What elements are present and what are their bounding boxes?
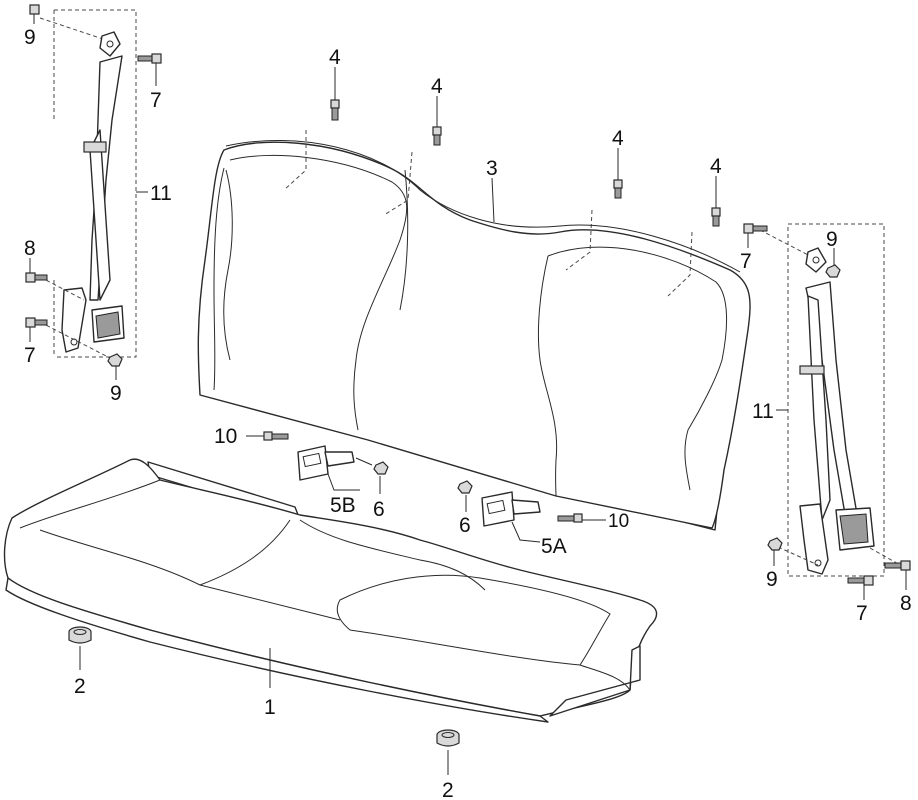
callout-11-left: 11 [150,182,172,205]
bolt-4b [432,126,442,146]
bolt-9-top-left [29,4,40,15]
callout-9-left: 9 [110,382,122,405]
bolt-7-top-left [137,53,162,64]
bolt-4d [711,207,721,227]
seat-belt-left [39,9,137,359]
nut-9-right-bottom [767,537,783,551]
callout-4c: 4 [612,127,624,150]
callout-10-right: 10 [608,511,629,532]
seat-cushion [3,458,658,723]
bolt-4c [613,179,623,199]
callout-5a: 5A [541,535,567,558]
buckle-5a [481,491,541,527]
callout-1: 1 [264,696,276,719]
callout-3: 3 [486,157,498,180]
callout-8-left: 8 [24,237,36,260]
callout-4d: 4 [710,155,722,178]
callout-2-bottom: 2 [442,779,454,800]
callout-7-top-left: 7 [150,89,162,112]
callout-11-right: 11 [752,400,774,423]
bolt-8-right [884,560,911,571]
bolt-7-left [25,317,48,328]
callout-10-left: 10 [214,425,237,448]
nut-9-right-top [825,264,841,278]
callout-7-right-top: 7 [740,250,752,273]
buckle-5b [297,445,373,481]
bolt-4a [330,99,340,121]
nut-9-left [107,353,123,367]
callout-9-top-left: 9 [24,26,36,49]
callout-7-right-bottom: 7 [856,602,868,625]
bolt-10-right [557,513,583,523]
callout-5b: 5B [330,494,356,517]
callout-7-left: 7 [24,344,36,367]
callout-6-left: 6 [373,498,385,521]
callout-4a: 4 [329,46,341,69]
callout-8-right: 8 [900,592,912,615]
bolts-4 [330,99,721,227]
seat-belt-right [759,223,903,577]
nut-6-left [373,461,389,475]
callout-9-right-top: 9 [826,228,838,251]
callout-4b: 4 [431,75,443,98]
callout-labels: 1 2 2 3 4 4 4 4 5A 5B 6 6 7 7 7 7 8 8 9 … [24,26,912,800]
push-nut-2a [68,626,92,644]
callout-9-right-bottom: 9 [766,568,778,591]
callout-2-left: 2 [74,675,86,698]
nut-6-right [457,480,473,494]
seat-back [197,130,751,531]
bolt-7-right-bottom [847,575,874,586]
push-nut-2b [436,729,460,747]
leader-lines [29,14,907,775]
callout-6-right: 6 [459,514,471,537]
bolt-10-left [263,431,289,441]
bolt-8-left [25,272,48,283]
left-belt-fasteners [25,4,162,367]
